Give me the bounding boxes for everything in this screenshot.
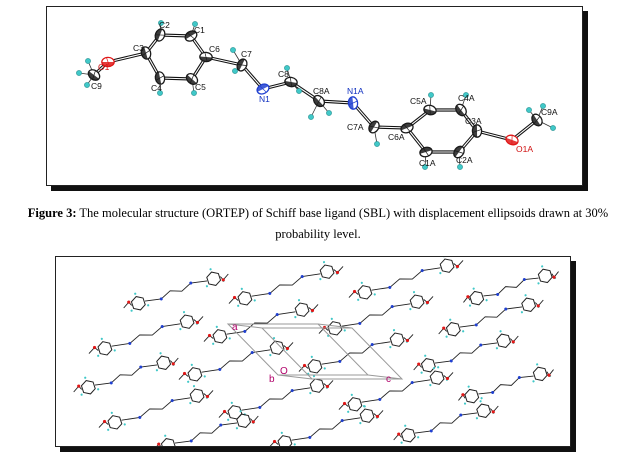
crystal-packing-panel: a b O c <box>55 256 571 447</box>
hydrogen-atom <box>326 110 332 116</box>
atom-n1: N1 <box>256 83 270 104</box>
atom-c9a: C9A <box>531 107 558 127</box>
atom-label-c3: C3 <box>133 43 144 53</box>
hydrogen-atom <box>463 92 469 98</box>
hydrogen-atom <box>284 65 290 71</box>
hydrogen-atom <box>308 114 314 120</box>
atom-c7: C7 <box>236 49 252 72</box>
hydrogen-atom <box>230 47 236 53</box>
packed-molecule <box>268 405 384 446</box>
packed-molecule <box>413 330 519 374</box>
atom-c7a: C7A <box>347 120 380 134</box>
packed-molecule <box>393 400 499 444</box>
atom-label-c8a: C8A <box>313 86 330 96</box>
atom-label-c5a: C5A <box>410 96 427 106</box>
atom-c5: C5 <box>185 72 206 92</box>
atom-label-c6a: C6A <box>388 132 405 142</box>
atom-c8: C8 <box>278 69 298 88</box>
atom-label-c2a: C2A <box>456 155 473 165</box>
atom-label-c2: C2 <box>159 20 170 30</box>
packed-molecule <box>218 375 334 421</box>
packed-molecule <box>318 291 434 337</box>
atom-label-c5: C5 <box>195 82 206 92</box>
atom-label-c7a: C7A <box>347 122 364 132</box>
atom-n1a: N1A <box>347 86 364 110</box>
packing-molecules <box>73 257 559 446</box>
hydrogen-atom <box>550 125 556 131</box>
atom-label-c3a: C3A <box>465 116 482 126</box>
hydrogen-atom <box>374 141 380 147</box>
atom-label-c9a: C9A <box>541 107 558 117</box>
packed-molecule <box>298 329 414 375</box>
packed-molecule <box>338 367 454 413</box>
hydrogen-atom <box>192 21 198 27</box>
packed-molecule <box>463 265 559 307</box>
atom-label-n1: N1 <box>259 94 270 104</box>
axis-label-b: b <box>269 374 275 385</box>
packed-molecule <box>123 268 229 312</box>
atom-c4a: C4A <box>455 93 475 117</box>
atom-label-o1a: O1A <box>516 144 533 154</box>
axis-label-a: a <box>232 322 238 333</box>
packed-molecule <box>73 352 179 396</box>
packed-molecule <box>88 311 204 357</box>
atom-c9: C9 <box>87 69 102 91</box>
atom-c1: C1 <box>184 25 205 42</box>
hydrogen-atom <box>540 103 546 109</box>
packed-molecule <box>348 257 464 301</box>
atom-label-c1: C1 <box>194 25 205 35</box>
packed-molecule <box>98 385 214 431</box>
caption-label: Figure 3: <box>27 206 77 220</box>
atom-o1: O1 <box>98 56 115 72</box>
atom-c8a: C8A <box>312 86 330 108</box>
hydrogen-atom <box>422 164 428 170</box>
hydrogen-atom <box>158 20 164 26</box>
atom-c3a: C3A <box>465 116 483 138</box>
atom-label-c4: C4 <box>151 83 162 93</box>
axis-label-c: c <box>386 374 391 385</box>
hydrogen-atom <box>296 88 302 94</box>
packed-molecule <box>153 410 259 446</box>
atom-label-c8: C8 <box>278 69 289 79</box>
atom-label-n1a: N1A <box>347 86 364 96</box>
atom-c6: C6 <box>199 44 220 63</box>
hydrogen-atom <box>457 164 463 170</box>
atom-label-o1: O1 <box>98 62 110 72</box>
atom-c2: C2 <box>154 20 170 42</box>
crystal-packing-diagram: a b O c <box>73 257 559 446</box>
atom-o1a: O1A <box>505 134 533 154</box>
atom-c5a: C5A <box>410 96 437 116</box>
atom-label-c1a: C1A <box>419 158 436 168</box>
hydrogen-atoms <box>76 20 556 170</box>
atom-c6a: C6A <box>388 122 414 142</box>
packed-molecule <box>178 337 294 383</box>
packed-molecule <box>203 299 319 345</box>
unit-cell <box>226 323 404 380</box>
hydrogen-atom <box>76 70 82 76</box>
hydrogen-atom <box>526 107 532 113</box>
figure-3-caption: Figure 3: The molecular structure (ORTEP… <box>20 203 616 245</box>
packed-molecule <box>458 363 554 405</box>
hydrogen-atom <box>428 92 434 98</box>
caption-text: The molecular structure (ORTEP) of Schif… <box>79 206 609 241</box>
atom-c2a: C2A <box>453 145 473 165</box>
hydrogen-atom <box>232 68 238 74</box>
axis-label-o: O <box>280 366 288 377</box>
hydrogen-atom <box>85 58 91 64</box>
atom-label-c6: C6 <box>209 44 220 54</box>
atom-label-c9: C9 <box>91 81 102 91</box>
atom-label-c7: C7 <box>241 49 252 59</box>
packed-molecule <box>438 294 544 338</box>
hydrogen-atom <box>191 90 197 96</box>
packed-molecule <box>228 261 344 307</box>
hydrogen-atom <box>84 82 90 88</box>
hydrogen-atom <box>157 90 163 96</box>
atom-c4: C4 <box>151 71 166 93</box>
atom-c3: C3 <box>133 43 152 60</box>
atom-c1a: C1A <box>419 146 436 168</box>
atom-label-c4a: C4A <box>458 93 475 103</box>
